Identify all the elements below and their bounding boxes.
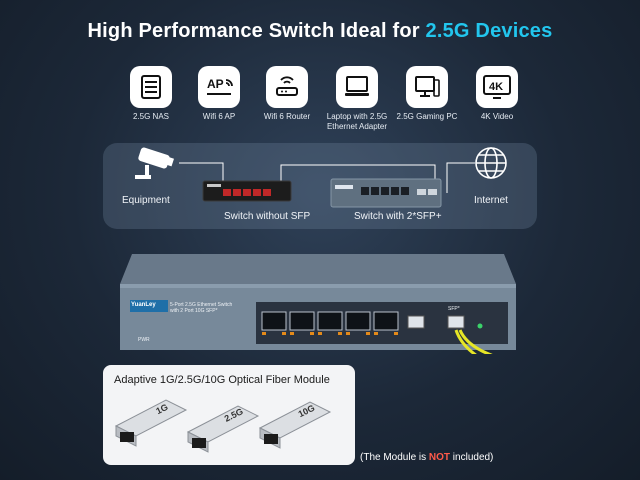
- globe-icon: [475, 147, 507, 179]
- device-label-router: Wifi 6 Router: [263, 112, 311, 121]
- main-switch: [120, 254, 516, 354]
- power-label: PWR: [138, 337, 150, 343]
- video-4k-icon: 4K: [476, 66, 518, 108]
- laptop-icon: [336, 66, 378, 108]
- sfp-port-group: [407, 315, 465, 329]
- device-label-nas: 2.5G NAS: [132, 112, 169, 121]
- sfp-module-2-5g: [186, 405, 260, 453]
- device-label-ap: Wifi 6 AP: [202, 112, 236, 121]
- wifi-ap-icon: AP: [198, 66, 240, 108]
- switch-without-sfp-device: [202, 180, 292, 202]
- nas-icon: [130, 66, 172, 108]
- topology-diagram: [135, 147, 507, 208]
- fiber-module-images: [114, 399, 332, 453]
- router-icon: [266, 66, 308, 108]
- camera-icon: [135, 147, 174, 179]
- sfp-label: SFP*: [448, 306, 460, 312]
- ap-icon-text: AP: [207, 77, 224, 91]
- topology-equipment-label: Equipment: [122, 195, 170, 206]
- sfp-module-1g: [114, 399, 188, 447]
- topology-switch-b-label: Switch with 2*SFP+: [354, 211, 442, 222]
- title-highlight: 2.5G Devices: [425, 20, 553, 42]
- topology-internet-label: Internet: [474, 195, 508, 206]
- device-label-gaming-pc: 2.5G Gaming PC: [396, 112, 458, 121]
- module-not-included-note: (The Module is NOT included): [360, 452, 494, 463]
- switch-description: 5-Port 2.5G Ethernet Switch with 2 Port …: [170, 302, 233, 314]
- fiber-module-title: Adaptive 1G/2.5G/10G Optical Fiber Modul…: [114, 374, 330, 386]
- device-label-4k: 4K Video: [480, 112, 514, 121]
- topology-switch-a-label: Switch without SFP: [224, 211, 311, 222]
- page-title: High Performance Switch Ideal for 2.5G D…: [87, 20, 553, 42]
- switch-with-sfp-device: [330, 178, 442, 208]
- device-label-laptop: Laptop with 2.5G Ethernet Adapter: [326, 112, 388, 131]
- topology-panel: [103, 143, 537, 229]
- port-leds: [262, 332, 398, 335]
- switch-brand: YuanLey: [131, 302, 156, 308]
- gaming-pc-icon: [406, 66, 448, 108]
- ethernet-port-group: [261, 311, 399, 331]
- sfp-module-10g: [258, 401, 332, 449]
- video-icon-text: 4K: [489, 81, 503, 93]
